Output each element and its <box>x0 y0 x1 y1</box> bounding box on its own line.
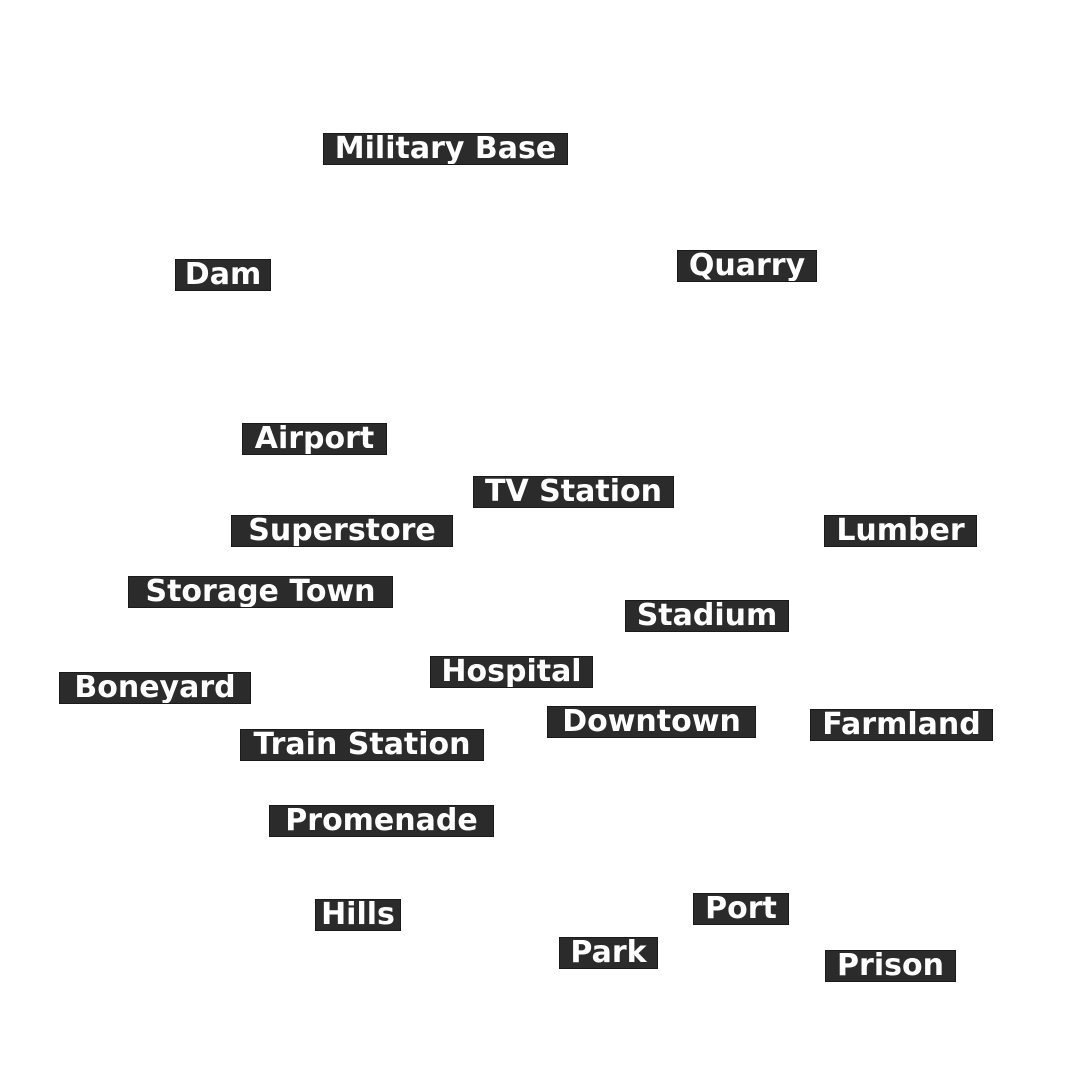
location-label-downtown[interactable]: Downtown <box>547 706 756 738</box>
location-label-park[interactable]: Park <box>559 937 658 969</box>
location-label-port[interactable]: Port <box>693 893 789 925</box>
location-label-lumber[interactable]: Lumber <box>824 515 977 547</box>
location-label-airport[interactable]: Airport <box>242 423 387 455</box>
location-label-farmland[interactable]: Farmland <box>810 709 993 741</box>
location-label-military-base[interactable]: Military Base <box>323 133 568 165</box>
location-label-storage-town[interactable]: Storage Town <box>128 576 393 608</box>
location-label-quarry[interactable]: Quarry <box>677 250 817 282</box>
location-label-promenade[interactable]: Promenade <box>269 805 494 837</box>
location-label-dam[interactable]: Dam <box>175 259 271 291</box>
location-label-hospital[interactable]: Hospital <box>430 656 593 688</box>
location-label-train-station[interactable]: Train Station <box>240 729 484 761</box>
location-label-boneyard[interactable]: Boneyard <box>59 672 251 704</box>
location-label-hills[interactable]: Hills <box>315 899 401 931</box>
location-label-superstore[interactable]: Superstore <box>231 515 453 547</box>
location-label-tv-station[interactable]: TV Station <box>473 476 674 508</box>
location-label-stadium[interactable]: Stadium <box>625 600 789 632</box>
location-label-prison[interactable]: Prison <box>825 950 956 982</box>
